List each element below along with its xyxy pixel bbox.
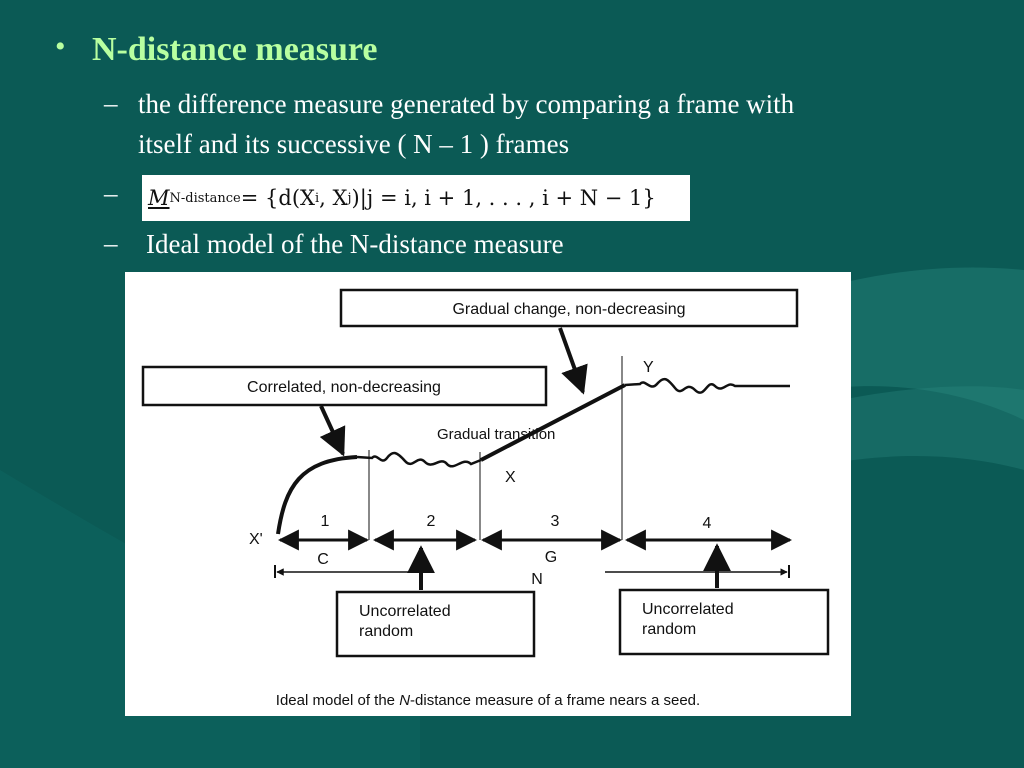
sub-bullet-ideal-model: Ideal model of the N-distance measure xyxy=(146,229,564,259)
formula-m: M xyxy=(148,186,170,210)
x-label: X xyxy=(505,469,516,486)
caption-post: -distance measure of a frame nears a see… xyxy=(410,692,701,709)
x-prime-label: X' xyxy=(249,531,263,548)
segment-4-label: 4 xyxy=(703,515,712,532)
uncorrelated-left-line2: random xyxy=(359,623,413,640)
c-label: C xyxy=(317,551,329,568)
uncorrelated-wave-1 xyxy=(356,451,482,468)
dash-marker-3: – xyxy=(104,228,118,258)
gradual-change-label: Gradual change, non-decreasing xyxy=(452,301,685,318)
g-label: G xyxy=(545,549,557,566)
definition-line-1: the difference measure generated by comp… xyxy=(138,89,795,119)
uncorrelated-right-line2: random xyxy=(642,621,696,638)
uncorrelated-wave-2 xyxy=(624,377,790,394)
formula-body: = {d(X xyxy=(240,186,315,210)
uncorrelated-right-line1: Uncorrelated xyxy=(642,601,734,618)
definition-line-2: itself and its successive ( N – 1 ) fram… xyxy=(138,129,570,159)
gradual-transition-line xyxy=(480,383,626,462)
gradual-change-box xyxy=(339,288,799,328)
correlated-arrow xyxy=(319,405,346,457)
formula-i: i xyxy=(314,190,320,206)
caption-n: N xyxy=(399,692,411,709)
correlated-curve xyxy=(276,455,358,535)
formula-comma: , X xyxy=(319,186,348,210)
gradual-change-arrow xyxy=(558,327,588,395)
segment-2-label: 2 xyxy=(427,513,436,530)
uncorrelated-right-box xyxy=(618,588,830,656)
formula-j: j xyxy=(347,190,352,206)
uncorrelated-left-line1: Uncorrelated xyxy=(359,603,451,620)
correlated-label: Correlated, non-decreasing xyxy=(247,379,441,396)
formula-subscript: N-distance xyxy=(169,190,241,206)
segment-1-label: 1 xyxy=(321,513,330,530)
dash-marker-1: – xyxy=(104,88,118,118)
slide-title: N-distance measure xyxy=(92,31,378,68)
sub-bullet-definition: the difference measure generated by comp… xyxy=(138,84,794,164)
n-distance-diagram: Gradual change, non-decreasing Correlate… xyxy=(125,272,851,716)
caption-pre: Ideal model of the xyxy=(275,692,400,709)
formula-rest: )|j = i, i + 1, . . . , i + N − 1} xyxy=(351,186,656,210)
diagram-caption: Ideal model of the N-distance measure of… xyxy=(125,692,851,709)
gradual-transition-label: Gradual transition xyxy=(437,426,555,443)
segment-3-label: 3 xyxy=(551,513,560,530)
bullet-marker: • xyxy=(55,30,66,63)
dash-marker-2: – xyxy=(104,178,118,208)
correlated-box xyxy=(141,365,548,407)
y-label: Y xyxy=(643,359,654,376)
diagram-drawing: Gradual change, non-decreasing Correlate… xyxy=(141,288,830,658)
uncorrelated-left-box xyxy=(335,590,536,658)
n-label: N xyxy=(531,571,543,588)
